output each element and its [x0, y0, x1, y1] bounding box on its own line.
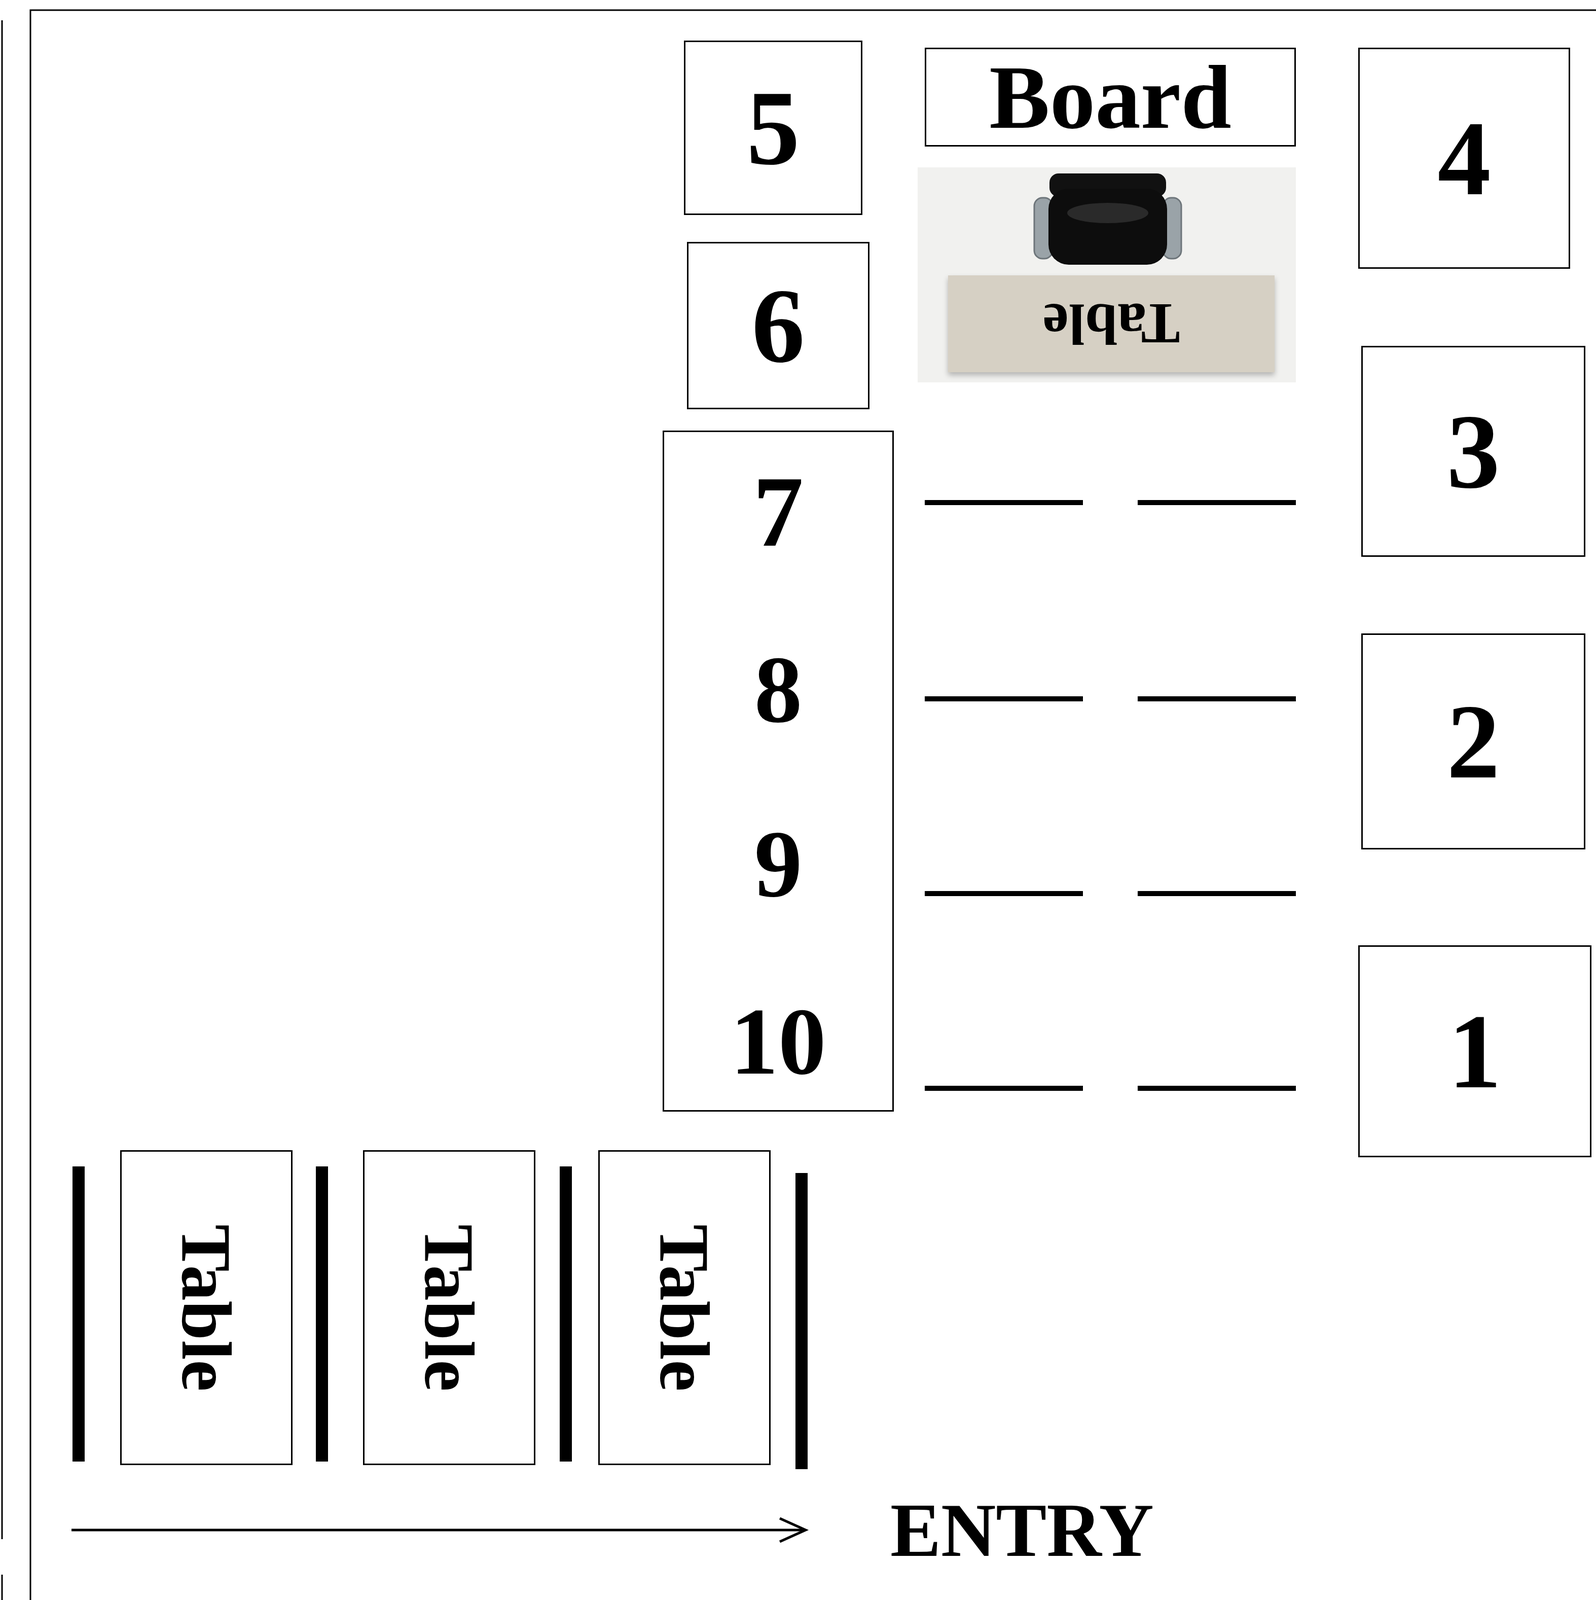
- teacher-table: Table: [948, 275, 1275, 373]
- seat-number-box: 1: [1358, 945, 1592, 1157]
- student-table: Table: [598, 1149, 771, 1465]
- seat-number-box: 6: [686, 241, 870, 410]
- entry-label: ENTRY: [890, 1491, 1154, 1568]
- bench-lines: [924, 502, 1296, 1088]
- seat-number-column: 7 8 9 10: [662, 430, 894, 1112]
- student-table: Table: [363, 1149, 536, 1465]
- board-label: Board: [989, 51, 1231, 143]
- table-label: Table: [413, 1223, 485, 1391]
- wall-line: [1, 1574, 4, 1600]
- entry-arrow: [71, 1517, 806, 1542]
- table-label: Table: [648, 1223, 720, 1391]
- seat-number: 9: [664, 815, 893, 912]
- seat-number: 3: [1446, 397, 1501, 505]
- teacher-area: [917, 167, 1296, 383]
- seat-number: 7: [664, 460, 893, 562]
- room-border: [30, 10, 1596, 1600]
- chair-icon: [1034, 173, 1182, 265]
- seat-number: 4: [1437, 104, 1492, 212]
- seat-number: 2: [1446, 687, 1501, 795]
- seat-number: 10: [664, 993, 893, 1090]
- seat-number-box: 5: [683, 40, 863, 215]
- table-label: Table: [170, 1223, 242, 1391]
- seat-number-box: 3: [1361, 345, 1586, 557]
- student-table: Table: [120, 1149, 293, 1465]
- seat-number-box: 2: [1361, 633, 1586, 850]
- table-label: Table: [1042, 294, 1181, 353]
- seat-number: 6: [751, 272, 806, 379]
- seat-number: 5: [746, 74, 801, 181]
- wall-line: [1, 20, 4, 1539]
- board-box: Board: [924, 47, 1296, 147]
- seat-number-box: 4: [1358, 47, 1571, 269]
- seat-number: 8: [664, 641, 893, 738]
- seat-number: 1: [1448, 997, 1502, 1105]
